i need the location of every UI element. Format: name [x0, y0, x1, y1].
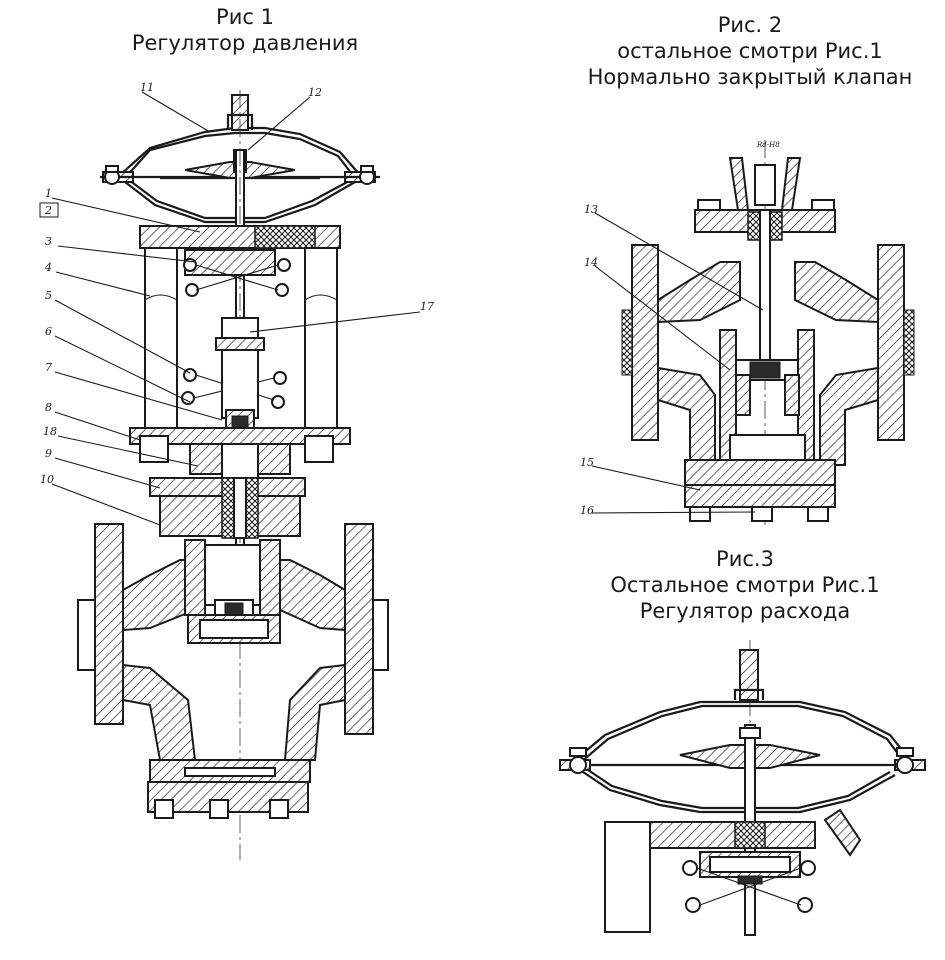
- callout-8: 8: [45, 401, 52, 414]
- fig2-line2: остальное смотри Рис.1: [617, 39, 883, 63]
- fig1-column-left: [144, 247, 178, 429]
- callout-7: 7: [45, 361, 52, 374]
- callout-11: 11: [140, 81, 154, 94]
- callout-18: 18: [43, 425, 57, 438]
- fig3-line2: Остальное смотри Рис.1: [610, 573, 880, 597]
- fig2-drawing: Rd-H8 13: [580, 140, 915, 525]
- fig1-caption: Рис 1 Регулятор давления: [95, 4, 395, 56]
- callout-5: 5: [45, 289, 52, 302]
- fig1-valve-body: [77, 523, 389, 819]
- fig1-column-right: [304, 247, 338, 429]
- fig3-drawing: [559, 640, 926, 936]
- fig3-title: Рис.3: [716, 547, 774, 571]
- fig2-caption: Рис. 2 остальное смотри Рис.1 Нормально …: [560, 12, 940, 90]
- callout-15: 15: [580, 456, 594, 469]
- fig2-title: Рис. 2: [717, 13, 783, 37]
- callout-14: 14: [584, 256, 598, 269]
- callout-13: 13: [584, 203, 598, 216]
- fig1-title: Рис 1: [216, 5, 274, 29]
- fig1-subtitle: Регулятор давления: [131, 31, 359, 55]
- callout-10: 10: [40, 473, 54, 486]
- callout-2: 2: [44, 204, 52, 217]
- fig1-plug: [204, 544, 261, 606]
- fig3-bolt-left: [569, 756, 587, 774]
- fig2-callouts: 13 14 15 16: [580, 203, 764, 517]
- callout-9: 9: [45, 447, 52, 460]
- fig2-bottom-cover: [684, 484, 836, 508]
- fig3-line3: Регулятор расхода: [639, 599, 851, 623]
- callout-4: 4: [44, 261, 52, 274]
- callout-12: 12: [308, 86, 322, 99]
- fig1-coupling: [221, 317, 259, 419]
- fig1-flange-left: [94, 523, 124, 725]
- fig1-yoke: [139, 225, 341, 441]
- fig1-flange-right: [344, 523, 374, 735]
- fig1-callouts: 11 12 1 2 3 4 5 6 7 8 18 9 10 1: [39, 81, 434, 526]
- fig1-upper-cover: [119, 126, 361, 176]
- callout-1: 1: [45, 187, 52, 200]
- fig3-column: [604, 821, 651, 933]
- callout-6: 6: [45, 325, 52, 338]
- fig3-bolt-right: [896, 756, 914, 774]
- callout-3: 3: [45, 235, 52, 248]
- callout-16: 16: [580, 504, 594, 517]
- fig1-drawing: 11 12 1 2 3 4 5 6 7 8 18 9 10 1: [39, 81, 434, 860]
- fig1-bonnet: [149, 477, 306, 539]
- fig2-flange-right: [877, 244, 905, 441]
- fig2-flange-left: [631, 244, 659, 441]
- fig2-stem: [759, 209, 771, 361]
- fig1-lower-plate: [129, 427, 351, 485]
- fig3-caption: Рис.3 Остальное смотри Рис.1 Регулятор р…: [575, 546, 915, 624]
- fig2-small-label: Rd-H8: [756, 141, 780, 149]
- fig3-side-fitting: [823, 808, 862, 857]
- fig2-line3: Нормально закрытый клапан: [587, 65, 913, 89]
- callout-17: 17: [420, 300, 434, 313]
